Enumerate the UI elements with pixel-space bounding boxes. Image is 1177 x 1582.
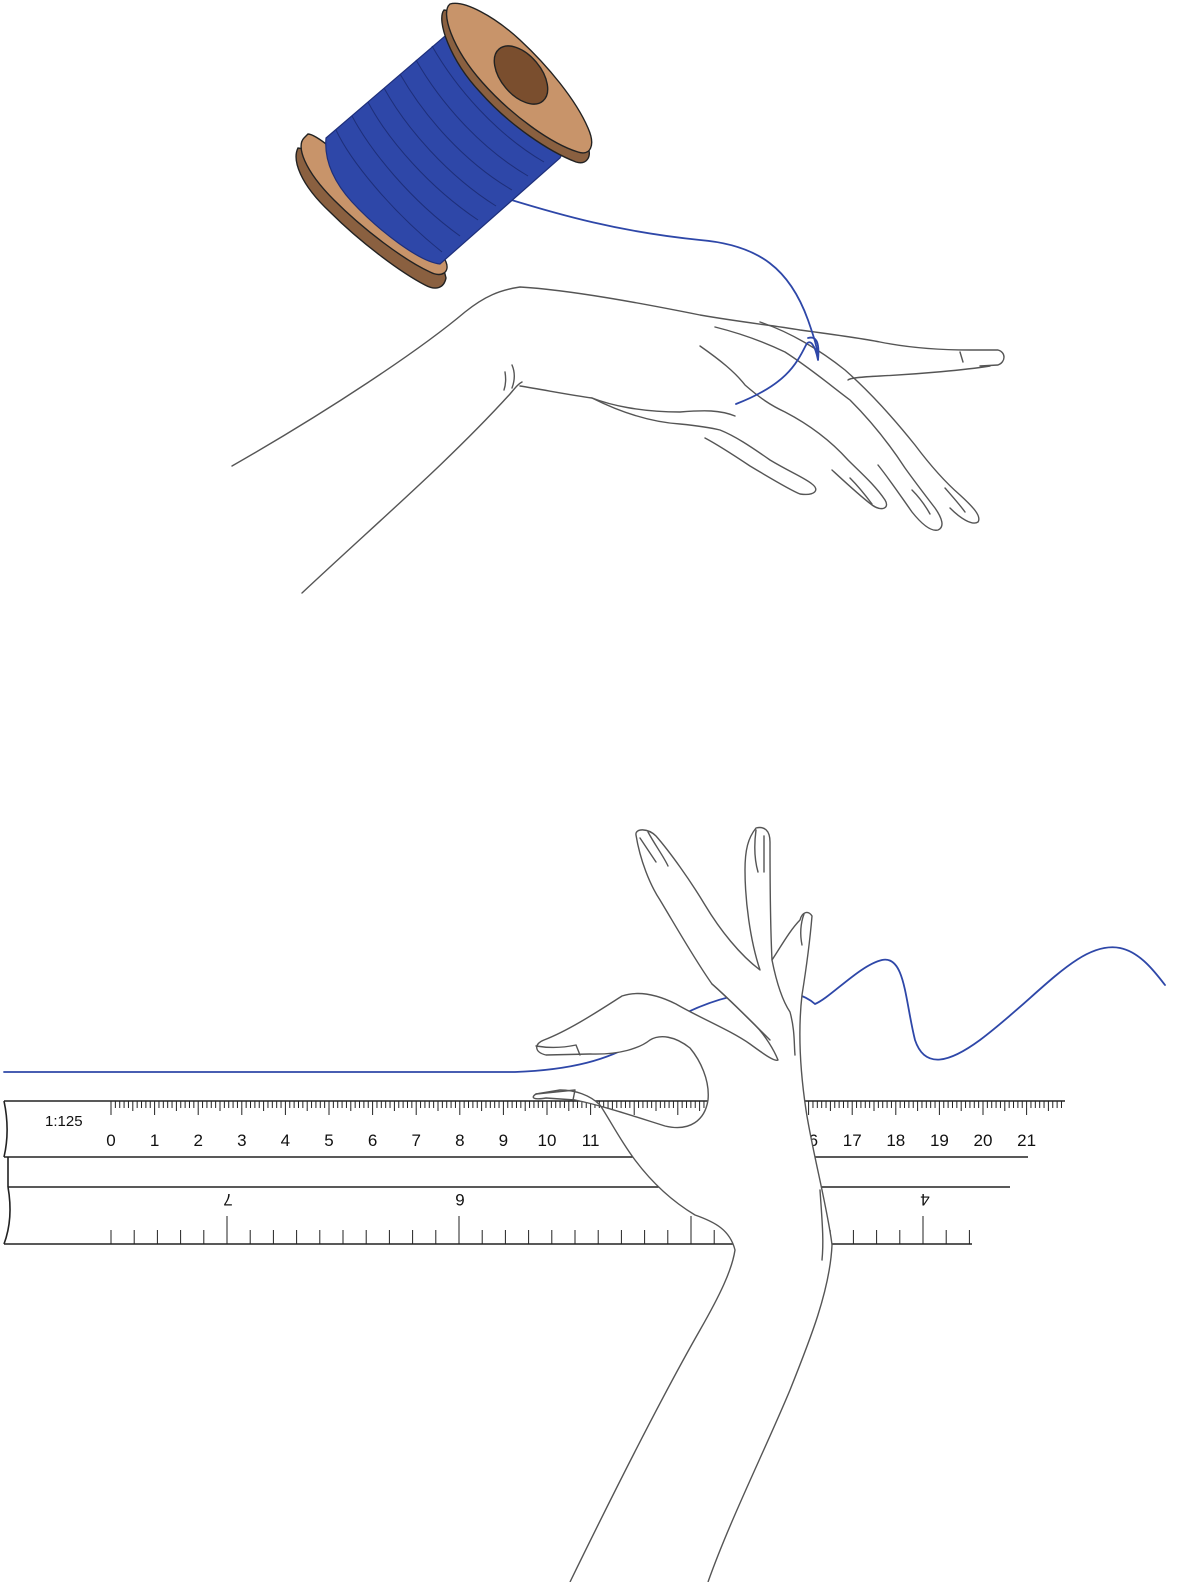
ruler-top-number: 3 [237,1131,246,1150]
ruler-top-number: 10 [538,1131,557,1150]
ruler-top-number: 7 [411,1131,420,1150]
scale-label: 1:125 [45,1113,83,1130]
ruler-top-number: 5 [324,1131,333,1150]
scale-ruler [3,1100,1065,1245]
ruler-top-number: 19 [930,1131,949,1150]
top-scene [231,2,1005,594]
thread-spool [295,2,593,289]
ruler-top-number: 9 [499,1131,508,1150]
top-thread [504,197,819,405]
spool-thread-lines [335,35,557,253]
bottom-hand [532,826,833,1582]
ruler-top-number: 2 [193,1131,202,1150]
ruler-bottom-number: 6 [455,1190,464,1209]
top-thread-loop [807,336,820,361]
ruler-bottom-number: 7 [223,1190,232,1209]
top-hand [231,286,1005,594]
ruler-top-number: 8 [455,1131,464,1150]
ruler-top-number: 1 [150,1131,159,1150]
ruler-top-number: 11 [582,1131,600,1150]
bottom-scene: 0123456789101112131415161718192021 7654 … [3,826,1166,1582]
ruler-bottom-ticks [110,1216,970,1244]
ruler-top-number: 17 [843,1131,862,1150]
ruler-top-numbers: 0123456789101112131415161718192021 [106,1131,1036,1150]
ruler-top-number: 21 [1017,1131,1036,1150]
spool-center-hole [493,45,549,105]
ruler-top-number: 0 [106,1131,115,1150]
ruler-top-number: 20 [974,1131,993,1150]
ruler-top-number: 6 [368,1131,377,1150]
ruler-top-number: 18 [886,1131,905,1150]
ruler-bottom-number: 4 [920,1190,929,1209]
ruler-top-number: 4 [281,1131,290,1150]
